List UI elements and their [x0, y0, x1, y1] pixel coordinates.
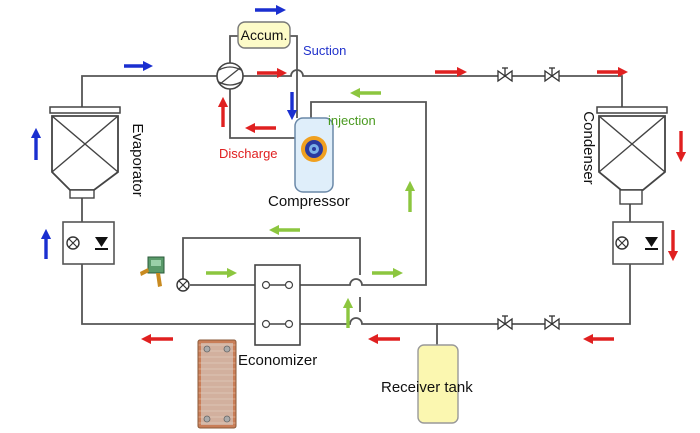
solenoid-valve-icon: [615, 236, 629, 250]
compressor-label: Compressor: [268, 193, 350, 210]
condenser-valve-assembly: [612, 221, 664, 265]
pipe-econ-top: [182, 237, 361, 285]
solenoid-valve-icon: [66, 236, 80, 250]
condenser: [596, 106, 668, 205]
check-valve-icon: [95, 237, 108, 250]
bowtie-valve-icon: [544, 67, 560, 83]
pipe-top-left: [81, 75, 217, 112]
check-valve-icon: [645, 237, 658, 250]
pipe-cond-bottom: [437, 264, 631, 325]
pipe-accum-left: [229, 35, 238, 64]
evaporator-label: Evaporator: [129, 123, 146, 196]
receiver-tank: [417, 344, 459, 424]
bowtie-valve-icon: [544, 315, 560, 331]
accumulator: [237, 21, 291, 49]
pipe-evap-bottom: [81, 264, 255, 325]
accumulator-label: Accum.: [241, 27, 288, 43]
four-way-valve-icon: [216, 62, 244, 90]
bowtie-valve-icon: [497, 315, 513, 331]
expansion-valve-icon: [140, 256, 190, 292]
bowtie-valve-icon: [497, 67, 513, 83]
evaporator: [49, 106, 121, 199]
pipe-liquid-bottom: [300, 317, 438, 345]
receiver-tank-label: Receiver tank: [381, 379, 473, 396]
condenser-label: Condenser: [580, 111, 597, 184]
pipe-accum-right: [290, 35, 298, 118]
economizer: [254, 264, 301, 346]
compressor: [294, 117, 334, 193]
injection-label: injection: [328, 113, 376, 128]
plate-heat-exchanger-icon: [197, 339, 237, 429]
pipe-econ-out: [300, 101, 427, 286]
piping: [81, 35, 631, 345]
pipe-top-right: [243, 69, 623, 112]
discharge-label: Discharge: [219, 146, 278, 161]
economizer-label: Economizer: [238, 352, 317, 369]
flow-arrows: [30, 4, 687, 345]
suction-label: Suction: [303, 43, 346, 58]
pipe-discharge: [229, 88, 295, 139]
evaporator-valve-assembly: [62, 221, 115, 265]
